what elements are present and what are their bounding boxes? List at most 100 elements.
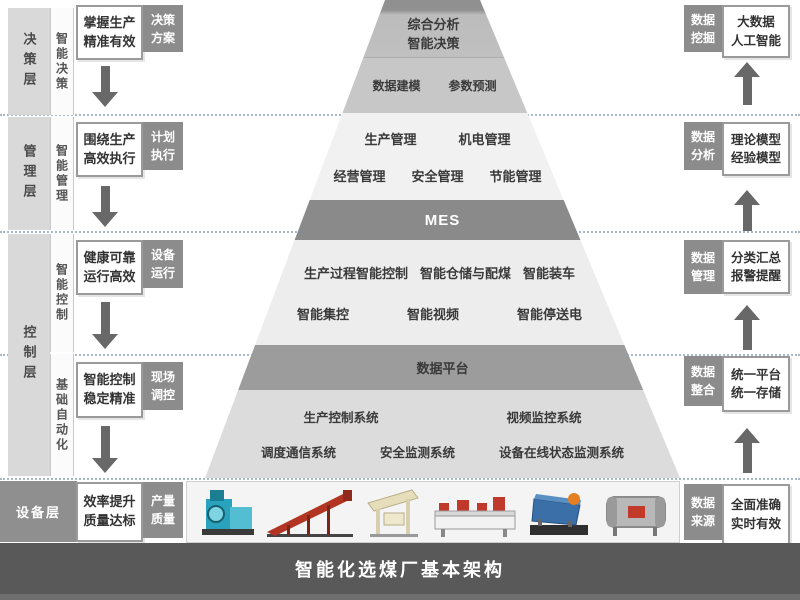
vibrating-screen-icon [529,493,588,535]
layer-label-control: 控制层 [8,234,50,476]
pyramid-item: 视频监控系统 [506,411,582,425]
tag-text: 数据 [690,130,715,144]
tag-text: 数据 [690,12,715,27]
data-tag-mining: 数据挖掘 [684,5,722,52]
pyramid-band-modeling: 数据建模 参数预测 [205,57,680,113]
pyramid-item: 设备在线状态监测系统 [499,446,625,460]
pyramid-band-apex: 综合分析 智能决策 [205,0,680,57]
result-box-summary-alarm: 分类汇总报警提醒 [722,240,790,294]
tag-text: 产量 [150,494,175,508]
pyramid-item: 安全监测系统 [379,446,455,460]
layer-label-decision: 决策层 [8,8,50,115]
goal-text: 健康可靠 [83,249,136,265]
pyramid-item: 机电管理 [458,131,511,147]
pyramid-item: 智能停送电 [517,306,583,322]
layer-label-device: 设备层 [0,481,77,542]
goal-box-management: 围绕生产高效执行 [76,122,143,177]
arrow-up-icon [734,190,760,231]
pyramid-item: 节能管理 [489,168,542,184]
tag-field-regulation: 现场调控 [143,362,183,410]
tag-text: 方案 [150,30,175,45]
tag-text: 来源 [690,514,715,528]
arrow-down-icon [92,302,118,349]
goal-text: 掌握生产 [83,14,136,30]
pyramid-band-management: 生产管理 机电管理 经营管理 安全管理 节能管理 [205,113,680,200]
goal-box-decision: 掌握生产精准有效 [76,5,143,60]
goal-box-automation: 智能控制稳定精准 [76,362,143,418]
tag-text: 质量 [150,512,175,526]
goal-text: 智能控制 [83,372,136,388]
data-platform-bar: 数据平台 [205,345,680,390]
result-text: 大数据 [737,15,775,30]
pyramid-item: 经营管理 [333,168,386,184]
diagram-title: 智能化选煤厂基本架构 [295,560,505,580]
pyramid: 综合分析 智能决策 数据建模 参数预测 生产管理 机电管理 经营管理 安全管理 … [205,0,680,478]
result-box-accurate-realtime: 全面准确实时有效 [722,484,790,545]
arrow-down-icon [92,426,118,473]
pyramid-item: 智能视频 [406,306,459,322]
screening-plant-icon [366,489,419,537]
tag-text: 数据 [690,251,715,265]
pyramid-band-control: 生产过程智能控制 智能仓储与配煤 智能装车 智能集控 智能视频 智能停送电 [205,240,680,345]
data-tag-source: 数据来源 [684,484,722,540]
arrow-up-icon [734,305,760,350]
goal-text: 精准有效 [83,33,136,49]
pyramid-item: 智能仓储与配煤 [419,265,511,281]
tag-text: 执行 [150,148,175,162]
flotation-machine-icon [434,497,515,537]
tag-text: 计划 [150,130,175,144]
result-text: 全面准确 [730,498,781,513]
pyramid-item: 安全管理 [411,168,464,184]
result-box-models: 理论模型经验模型 [722,122,790,176]
tag-device-operation: 设备运行 [143,240,183,288]
data-platform-label: 数据平台 [416,361,469,376]
tag-text: 调控 [150,388,175,402]
pyramid-item: 智能集控 [296,306,349,322]
goal-text: 质量达标 [83,513,136,528]
tag-text: 数据 [690,496,715,510]
drum-separator-icon [605,496,666,536]
tag-text: 设备 [150,248,175,262]
arrow-down-icon [92,186,118,227]
pyramid-item: 数据建模 [372,79,421,93]
goal-text: 高效执行 [83,150,136,166]
result-text: 统一存储 [730,386,781,400]
mes-bar: MES [205,200,680,240]
sublayer-label-basic-automation: 基础自动化 [50,354,74,476]
tag-text: 数据 [690,365,715,379]
mes-label: MES [424,211,461,229]
arrow-down-icon [92,66,118,107]
result-text: 经验模型 [730,151,781,165]
goal-box-device: 效率提升质量达标 [76,482,143,542]
pyramid-item: 生产管理 [364,131,417,147]
result-text: 理论模型 [730,132,781,147]
result-box-bigdata-ai: 大数据人工智能 [722,5,790,58]
bottom-strip [0,594,800,600]
belt-conveyor-icon [266,490,353,537]
goal-text: 运行高效 [83,268,136,284]
goal-text: 稳定精准 [83,391,136,406]
arrow-up-icon [734,62,760,105]
layer-label-management: 管理层 [8,117,50,230]
arrow-up-icon [734,428,760,473]
tag-text: 现场 [150,370,175,384]
bottom-title-bar: 智能化选煤厂基本架构 [0,543,800,600]
pyramid-item: 调度通信系统 [260,446,336,460]
sublayer-label-smart-management: 智能管理 [50,117,74,230]
equipment-strip [186,481,680,543]
goal-text: 效率提升 [83,494,136,510]
result-text: 分类汇总 [730,250,781,265]
tag-text: 决策 [150,12,175,27]
result-text: 报警提醒 [730,269,781,283]
data-tag-analysis: 数据分析 [684,122,722,170]
tag-decision-plan: 决策方案 [143,5,183,52]
pyramid-item: 生产过程智能控制 [303,265,408,281]
result-text: 人工智能 [730,33,781,48]
tag-text: 分析 [690,148,715,162]
tag-text: 挖掘 [690,30,715,45]
pyramid-item: 生产控制系统 [303,411,379,425]
tag-text: 运行 [150,266,175,280]
tag-plan-execution: 计划执行 [143,122,183,170]
result-box-platform-storage: 统一平台统一存储 [722,356,790,412]
data-tag-integration: 数据整合 [684,356,722,406]
